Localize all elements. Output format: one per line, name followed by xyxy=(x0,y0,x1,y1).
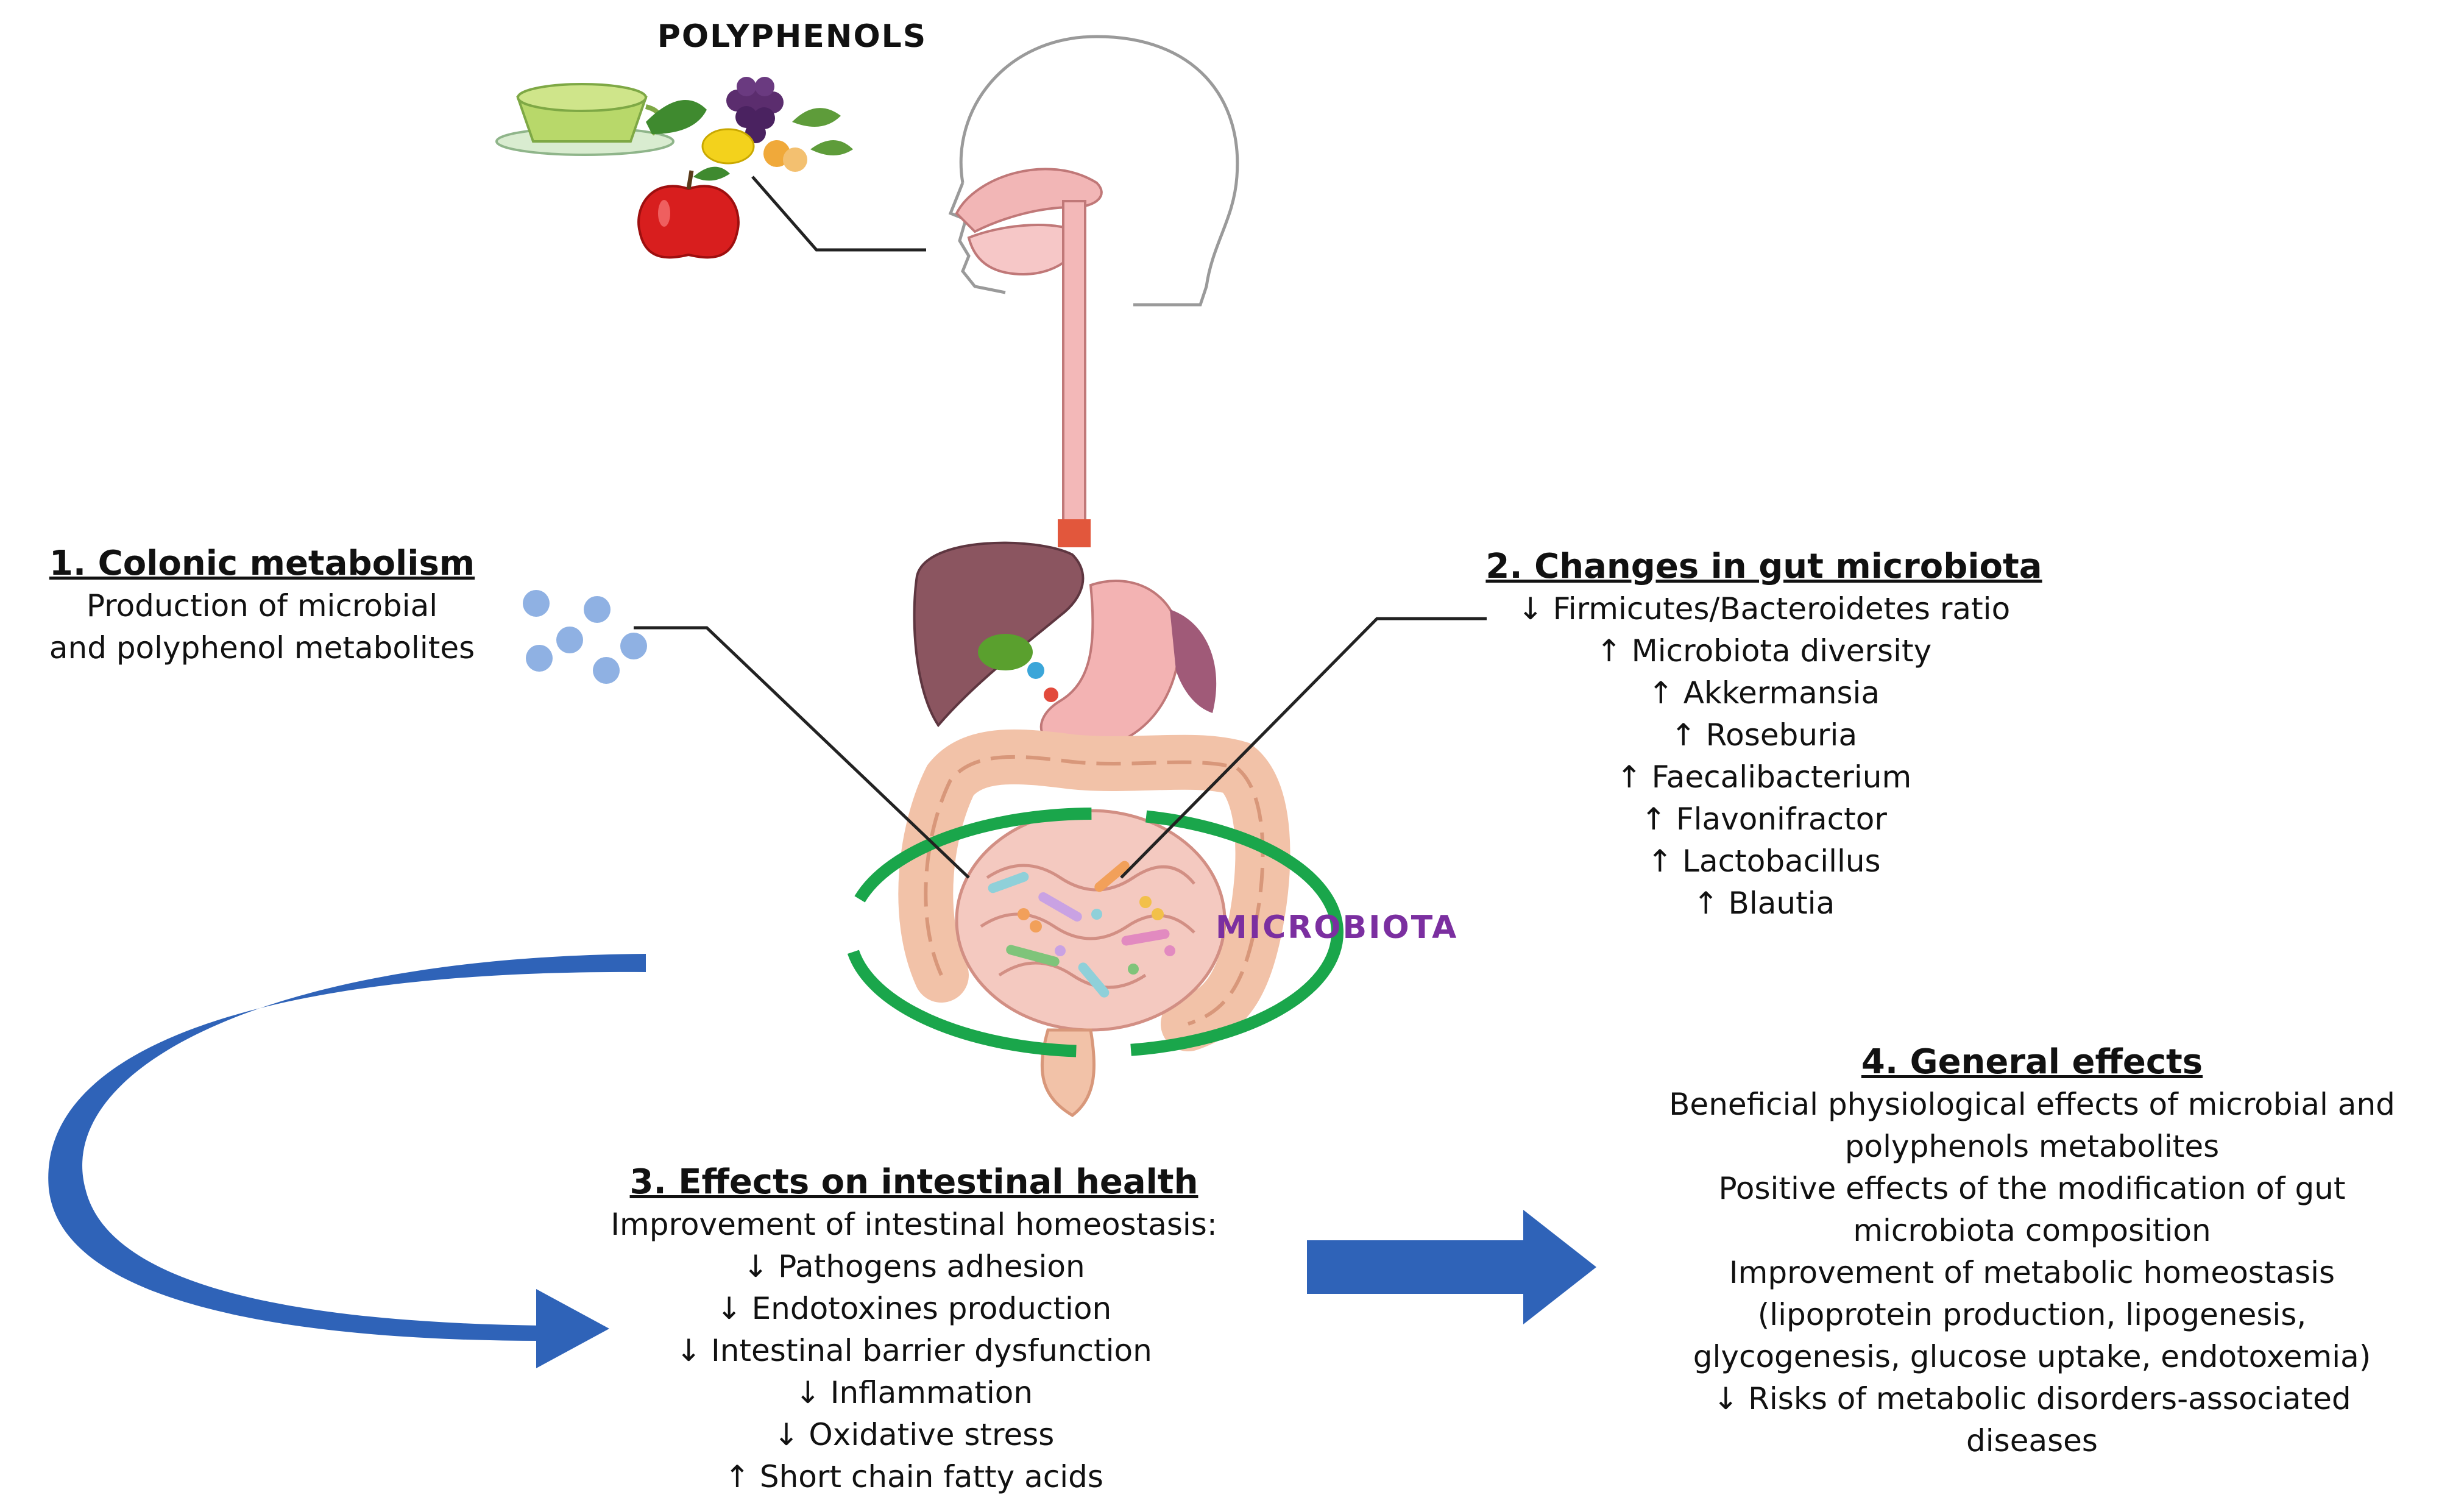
general-item: Beneficial physiological effects of micr… xyxy=(1669,1087,2395,1122)
colonic-connector xyxy=(634,626,970,879)
colonic-line: Production of microbial xyxy=(86,588,438,623)
intestinal-item: ↓ Oxidative stress xyxy=(773,1417,1055,1452)
intestinal-item: ↓ Inflammation xyxy=(795,1375,1033,1410)
intestinal-item: ↓ Endotoxines production xyxy=(716,1291,1112,1326)
general-effects-block: 4. General effects Beneficial physiologi… xyxy=(1609,1041,2455,1462)
intestinal-item: Improvement of intestinal homeostasis: xyxy=(611,1207,1217,1242)
general-heading: 4. General effects xyxy=(1861,1042,2203,1082)
tea-cup-icon xyxy=(495,83,707,156)
colonic-metabolism-block: 1. Colonic metabolism Production of micr… xyxy=(18,542,506,669)
general-item: Improvement of metabolic homeostasis xyxy=(1729,1255,2335,1290)
general-item: polyphenols metabolites xyxy=(1844,1129,2220,1164)
microbiota-change-item: ↑ Roseburia xyxy=(1670,717,1858,753)
right-arrow-icon xyxy=(1307,1210,1596,1324)
title-text: POLYPHENOLS xyxy=(657,18,927,55)
head-silhouette-icon xyxy=(948,35,1239,307)
microbiota-changes-heading: 2. Changes in gut microbiota xyxy=(1485,547,2042,586)
gut-microbiota-block: 2. Changes in gut microbiota ↓ Firmicute… xyxy=(1475,545,2053,925)
microbiota-change-item: ↓ Firmicutes/Bacteroidetes ratio xyxy=(1517,591,2011,627)
microbiota-change-item: ↑ Faecalibacterium xyxy=(1616,759,1912,795)
microbiota-change-item: ↑ Microbiota diversity xyxy=(1596,633,1932,669)
curved-arrow-icon xyxy=(48,954,646,1368)
grapes-icon xyxy=(726,77,853,155)
colonic-heading: 1. Colonic metabolism xyxy=(49,544,475,583)
microbiota-label: MICROBIOTA xyxy=(1216,909,1459,946)
microbiota-change-item: ↑ Flavonifractor xyxy=(1641,801,1887,837)
intestinal-item: ↓ Pathogens adhesion xyxy=(743,1249,1085,1284)
intestinal-heading: 3. Effects on intestinal health xyxy=(629,1162,1198,1202)
lemon-icon xyxy=(701,128,807,172)
general-item: (lipoprotein production, lipogenesis, xyxy=(1757,1297,2307,1332)
general-item: ↓ Risks of metabolic disorders-associate… xyxy=(1713,1381,2351,1416)
microbiota-ring xyxy=(844,808,1344,1057)
intestinal-health-block: 3. Effects on intestinal health Improvem… xyxy=(548,1161,1280,1498)
esophagus xyxy=(1062,200,1086,531)
metabolite-dots xyxy=(523,590,647,684)
general-item: diseases xyxy=(1966,1423,2098,1458)
apple-icon xyxy=(637,166,740,259)
general-item: Positive effects of the modification of … xyxy=(1718,1171,2346,1206)
microbiota-change-item: ↑ Lactobacillus xyxy=(1647,844,1881,879)
colonic-line: and polyphenol metabolites xyxy=(49,630,475,666)
digestive-tract-icon xyxy=(898,541,1290,1118)
general-item: glycogenesis, glucose uptake, endotoxemi… xyxy=(1693,1339,2371,1374)
food-to-mouth-connector xyxy=(751,176,926,252)
intestinal-item: ↓ Intestinal barrier dysfunction xyxy=(676,1333,1152,1368)
intestinal-item: ↑ Short chain fatty acids xyxy=(724,1459,1103,1494)
microbiota-connector xyxy=(1120,617,1487,879)
diagram-title: POLYPHENOLS xyxy=(657,18,926,55)
microbiota-change-item: ↑ Blautia xyxy=(1693,886,1835,921)
microbiota-change-item: ↑ Akkermansia xyxy=(1648,675,1880,711)
general-item: microbiota composition xyxy=(1853,1213,2211,1248)
bacteria-icon xyxy=(988,861,1175,998)
